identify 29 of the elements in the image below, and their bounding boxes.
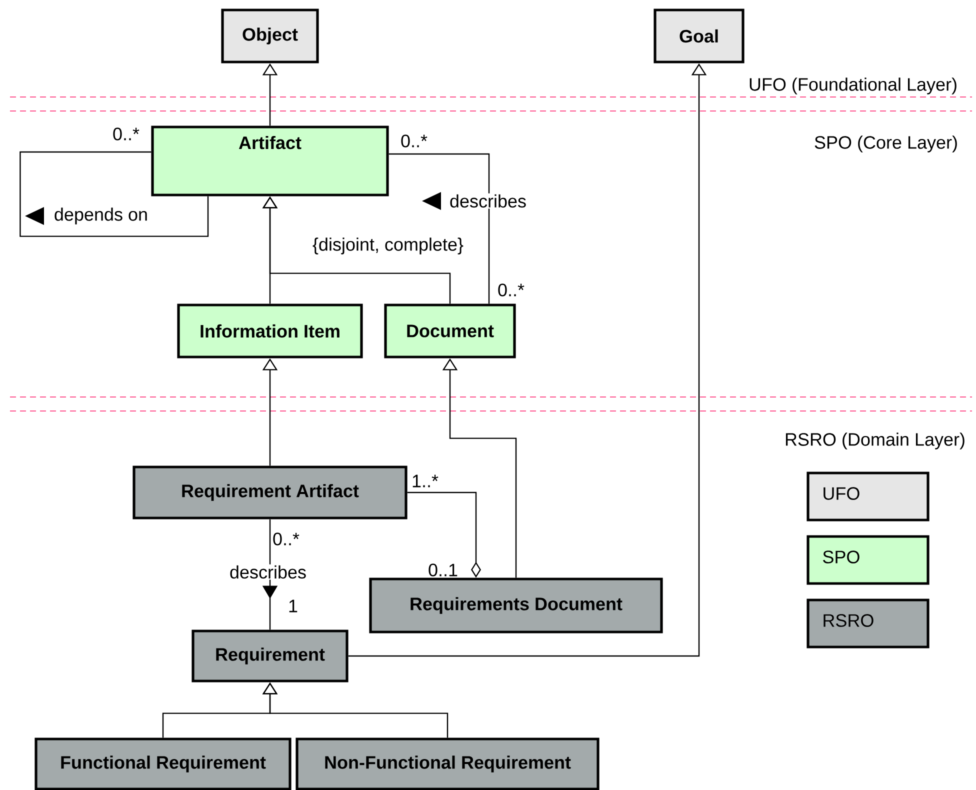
class-box: Non-Functional Requirement [296,738,600,790]
multiplicity-label: 1..* [412,474,438,488]
class-box: Functional Requirement [34,738,292,790]
multiplicity-label: 1 [289,600,298,612]
constraint-label: {disjoint, complete} [312,238,464,254]
layer-label: RSRO (Domain Layer) [786,432,964,450]
connector [388,153,490,304]
class-box: Document [384,304,516,358]
multiplicity-label: 0..* [401,134,428,148]
class-box: Requirement Artifact [132,466,408,520]
multiplicity-label: 0..1 [428,564,458,576]
class-box: Object [221,8,319,64]
class-box: Information Item [177,304,363,358]
edge-label: describes [448,193,528,209]
edge-label: describes [228,564,308,580]
layer-label: UFO (Foundational Layer) [750,78,956,94]
class-box: Requirement [192,630,348,682]
class-box: Requirements Document [369,578,663,634]
class-box: Artifact [151,126,389,196]
multiplicity-label: 0..* [113,128,140,140]
legend-label: UFO [824,487,860,500]
legend-label: RSRO [824,614,874,627]
connector [20,151,209,237]
multiplicity-label: 0..* [273,532,300,546]
multiplicity-label: 0..* [498,284,524,296]
class-box: Goal [654,8,744,64]
legend-label: SPO [823,550,860,564]
edge-label: depends on [52,206,150,226]
layer-label: SPO (Core Layer) [814,136,957,152]
